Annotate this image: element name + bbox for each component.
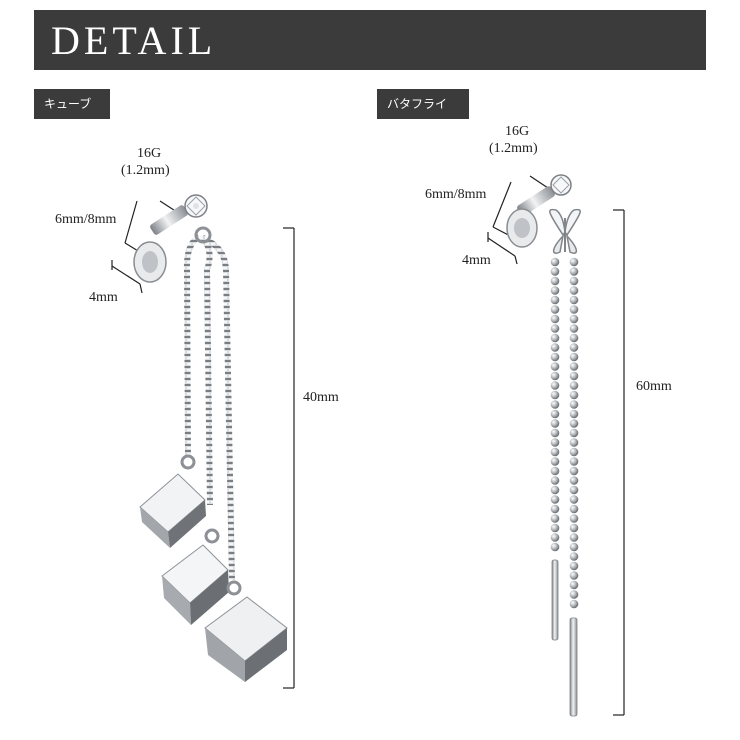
chain-bead	[550, 428, 560, 438]
chain-bead	[569, 438, 579, 447]
chain-bead	[569, 362, 579, 371]
chain-bead	[550, 390, 560, 400]
butterfly-disc-label: 4mm	[462, 253, 491, 268]
chain-bead	[569, 552, 579, 561]
chain-bead	[569, 542, 579, 552]
butterfly-gauge-mm-label: (1.2mm)	[489, 141, 538, 156]
cube-length-label: 6mm/8mm	[55, 212, 117, 227]
chain-bead	[550, 523, 560, 533]
chain-bead	[550, 343, 560, 352]
chain-end-bar	[551, 559, 578, 717]
chain-bead	[569, 314, 579, 324]
chain-bead	[569, 343, 579, 352]
chain-bead	[550, 466, 560, 476]
chain-bead	[569, 352, 579, 362]
chain-bead	[550, 324, 560, 333]
chain-bead	[569, 371, 579, 381]
chain-bead	[569, 257, 579, 267]
chain-bead	[569, 400, 579, 409]
chain-bead	[550, 485, 560, 495]
chain-bead	[569, 286, 579, 295]
chain-bead	[569, 466, 579, 476]
butterfly-disc-dimension	[487, 232, 518, 265]
chain-bead	[550, 276, 560, 286]
cube-disc-label: 4mm	[89, 290, 118, 305]
chain-bead	[569, 457, 579, 466]
chain-bead	[569, 305, 579, 314]
cube-labret-post	[133, 205, 188, 283]
cube-drop-label: 40mm	[303, 390, 339, 405]
section-tag-cube: キューブ	[34, 89, 110, 119]
chain-bead	[550, 533, 560, 542]
chain-bead	[550, 419, 560, 428]
page-title: DETAIL	[51, 18, 217, 63]
chain-bead	[550, 542, 560, 552]
chain-bead	[569, 523, 579, 533]
chain-bead	[569, 295, 579, 305]
chain-bead	[569, 580, 579, 590]
chain-bead	[550, 438, 560, 447]
cube-drop-dimension	[283, 227, 295, 689]
crystal-gem-icon	[550, 174, 572, 196]
detail-header: DETAIL	[34, 10, 706, 70]
chain-bead	[550, 267, 560, 276]
chain-bead	[569, 599, 579, 609]
chain-bead	[569, 476, 579, 485]
cube-charm-icon	[139, 454, 206, 548]
chain-bead	[550, 400, 560, 409]
chain-bead	[550, 295, 560, 305]
chain-bead	[569, 495, 579, 504]
chain-bead	[550, 514, 560, 523]
chain-bead	[550, 504, 560, 514]
chain-bead	[550, 362, 560, 371]
chain-bead	[569, 324, 579, 333]
chain-bead	[569, 485, 579, 495]
section-tag-butterfly: バタフライ	[377, 89, 469, 119]
butterfly-labret-post	[506, 186, 555, 248]
cube-gauge-label: 16G	[137, 146, 162, 161]
chain-bead	[569, 381, 579, 390]
box-chain-icon	[183, 226, 235, 581]
chain-bead	[550, 305, 560, 314]
bead-chain-icon	[550, 257, 560, 552]
chain-bead	[550, 286, 560, 295]
chain-bead	[550, 314, 560, 324]
chain-bead	[569, 267, 579, 276]
chain-bead	[550, 457, 560, 466]
chain-bead	[569, 276, 579, 286]
butterfly-drop-label: 60mm	[636, 379, 672, 394]
chain-bead	[569, 561, 579, 571]
chain-bead	[569, 447, 579, 457]
chain-bead	[550, 409, 560, 419]
chain-bead	[569, 571, 579, 580]
chain-bead	[550, 333, 560, 343]
chain-bead	[569, 409, 579, 419]
chain-bead	[569, 590, 579, 599]
cube-disc-dimension	[111, 260, 143, 294]
cube-charm-icon	[204, 580, 288, 682]
chain-bead	[550, 257, 560, 267]
chain-bead	[550, 352, 560, 362]
chain-bead	[569, 419, 579, 428]
butterfly-gauge-label: 16G	[505, 124, 530, 139]
chain-bead	[550, 495, 560, 504]
chain-bead	[550, 381, 560, 390]
butterfly-charm-icon	[549, 208, 581, 254]
chain-bead	[569, 428, 579, 438]
crystal-gem-icon	[184, 194, 208, 218]
cube-charm-icon	[161, 528, 229, 625]
chain-bead	[569, 504, 579, 514]
chain-bead	[569, 333, 579, 343]
butterfly-length-label: 6mm/8mm	[425, 187, 487, 202]
chain-bead	[550, 371, 560, 381]
chain-bead	[569, 514, 579, 523]
chain-bead	[569, 390, 579, 400]
bead-chain-icon	[569, 257, 579, 609]
chain-bead	[550, 476, 560, 485]
cube-gauge-mm-label: (1.2mm)	[121, 163, 170, 178]
chain-bead	[569, 533, 579, 542]
chain-bead	[550, 447, 560, 457]
butterfly-drop-dimension	[613, 209, 625, 716]
